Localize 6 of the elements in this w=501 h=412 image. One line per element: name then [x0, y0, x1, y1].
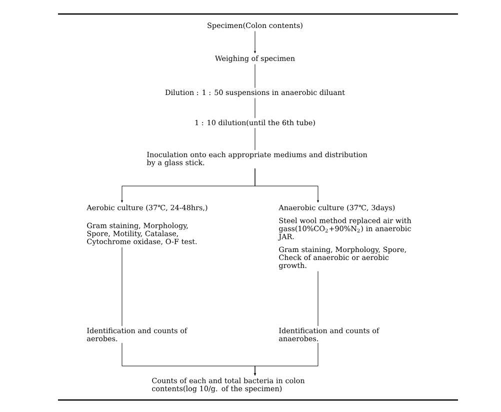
connector-line — [254, 342, 318, 376]
connector-line — [254, 168, 319, 203]
connector-line — [254, 98, 256, 118]
connector-line — [254, 30, 256, 54]
connector-line — [254, 64, 256, 88]
connector-line — [254, 128, 256, 150]
